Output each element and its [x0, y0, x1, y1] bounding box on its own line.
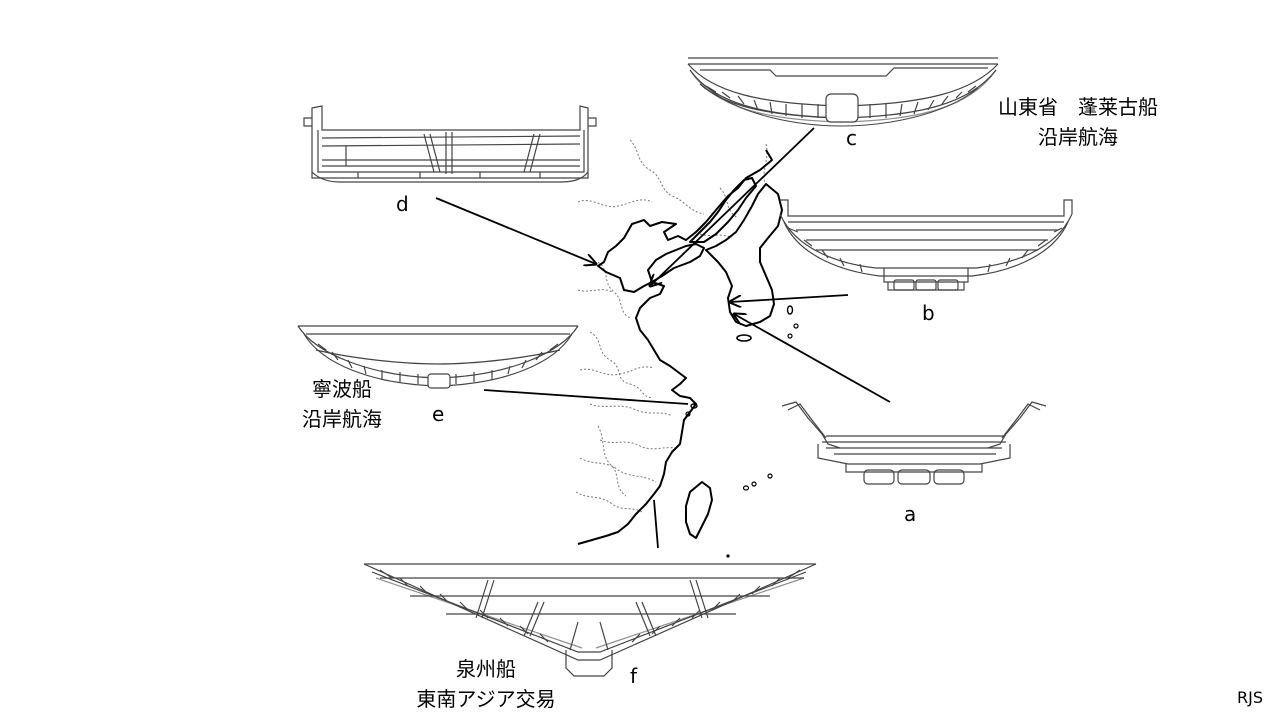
caption-f-line2: 東南アジア交易 — [416, 687, 556, 711]
province-borders — [575, 139, 768, 513]
caption-e-line2: 沿岸航海 — [302, 407, 382, 431]
arrow-b — [730, 294, 849, 302]
caption-e: 寧波船 沿岸航海 — [282, 374, 402, 434]
islet — [787, 333, 793, 339]
caption-c-line2: 沿岸航海 — [1038, 125, 1118, 149]
pointer-arrows — [435, 127, 891, 549]
ship-a-cross-section — [781, 401, 1047, 485]
taiwan — [685, 481, 713, 539]
ryukyu-islet — [767, 473, 773, 479]
shandong-peninsula — [647, 243, 705, 283]
east-asia-map — [575, 139, 799, 558]
ryukyu-islet — [751, 481, 757, 487]
label-e: e — [432, 402, 445, 426]
author-credit: RJS — [1237, 688, 1263, 707]
jeju-island — [736, 334, 752, 342]
caption-c: 山東省 蓬莱古船 沿岸航海 — [978, 92, 1178, 152]
caption-f-line1: 泉州船 — [456, 657, 516, 681]
label-b: b — [922, 301, 935, 325]
arrow-d — [435, 197, 596, 264]
label-f: f — [630, 664, 638, 688]
caption-c-line1: 山東省 蓬莱古船 — [998, 95, 1158, 119]
arrow-f — [653, 499, 659, 549]
ship-d-cross-section — [303, 105, 597, 183]
arrow-e — [483, 389, 689, 405]
tsushima-island — [786, 305, 794, 315]
coastline — [577, 149, 773, 545]
label-c: c — [846, 126, 857, 150]
ryukyu-islet — [742, 485, 750, 491]
arrow-a — [734, 314, 891, 403]
chusan-island — [690, 403, 698, 409]
ship-c-cross-section — [687, 57, 999, 127]
chusan-island — [685, 411, 691, 417]
label-d: d — [396, 192, 409, 216]
arrow-c — [650, 127, 815, 286]
ship-b-cross-section — [779, 199, 1073, 291]
liaodong-peninsula — [689, 177, 757, 243]
islet — [793, 323, 799, 329]
korean-peninsula — [705, 183, 783, 327]
label-a: a — [904, 502, 917, 526]
islet — [726, 554, 730, 558]
caption-f: 泉州船 東南アジア交易 — [386, 654, 586, 714]
caption-e-line1: 寧波船 — [312, 377, 372, 401]
ship-f-cross-section — [363, 563, 817, 677]
ship-e-cross-section — [297, 325, 579, 389]
